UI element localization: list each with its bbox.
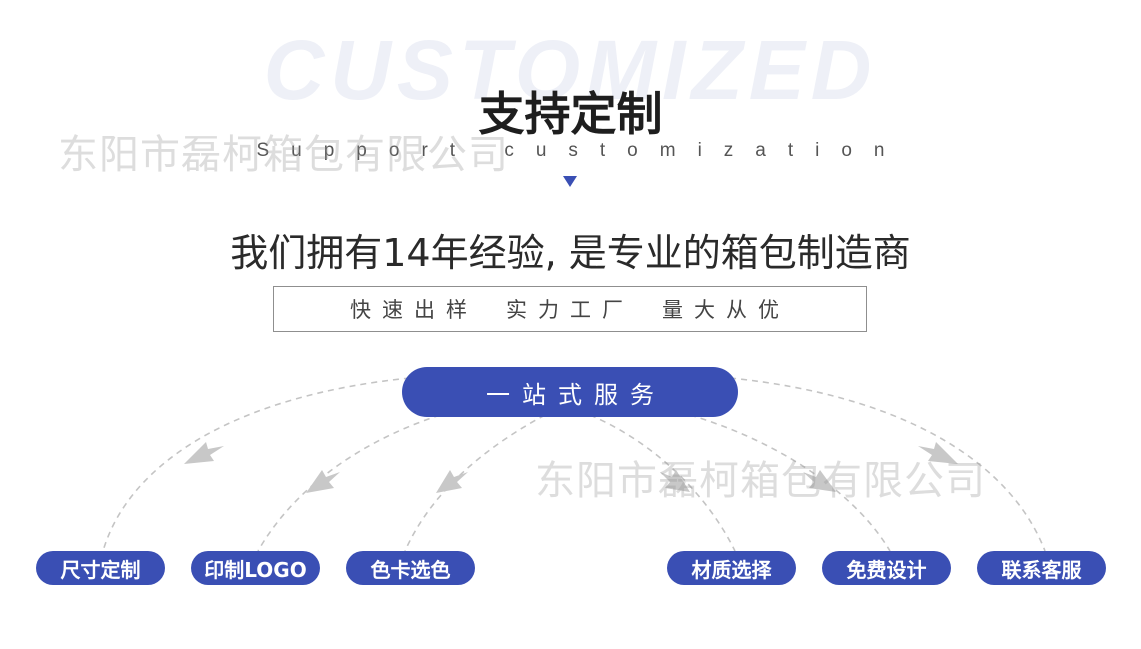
service-badge: 联系客服 [977, 551, 1106, 585]
headline: 我们拥有14年经验, 是专业的箱包制造商 [230, 231, 911, 275]
feature-item: 实力工厂 [506, 298, 634, 322]
feature-box: 快速出样 实力工厂 量大从优 [273, 286, 867, 332]
connector-line [404, 414, 546, 552]
page-subtitle: Support customization [256, 140, 907, 161]
arrow-icon [803, 470, 836, 492]
arrow-icon [436, 470, 468, 493]
arrow-icon [918, 442, 958, 464]
feature-item: 量大从优 [662, 298, 790, 322]
connector-line [257, 414, 441, 552]
triangle-down-icon [563, 176, 577, 187]
service-badge: 印制LOGO [191, 551, 320, 585]
watermark: 东阳市磊柯箱包有限公司 [535, 458, 986, 504]
hub-badge: 一站式服务 [402, 367, 738, 417]
service-badge: 尺寸定制 [36, 551, 165, 585]
background-word: CUSTOMIZED [263, 23, 878, 117]
connector-line [102, 377, 411, 552]
page-title: 支持定制 [478, 87, 663, 141]
arrow-icon [660, 470, 690, 492]
watermark: 东阳市磊柯箱包有限公司 [58, 132, 509, 178]
service-badge: 免费设计 [822, 551, 951, 585]
service-badge: 材质选择 [667, 551, 796, 585]
arrow-icon [306, 470, 340, 493]
connector-line [689, 414, 891, 552]
feature-item: 快速出样 [350, 298, 478, 322]
arrow-icon [184, 442, 224, 464]
service-badge: 色卡选色 [346, 551, 475, 585]
connector-line [589, 414, 736, 552]
